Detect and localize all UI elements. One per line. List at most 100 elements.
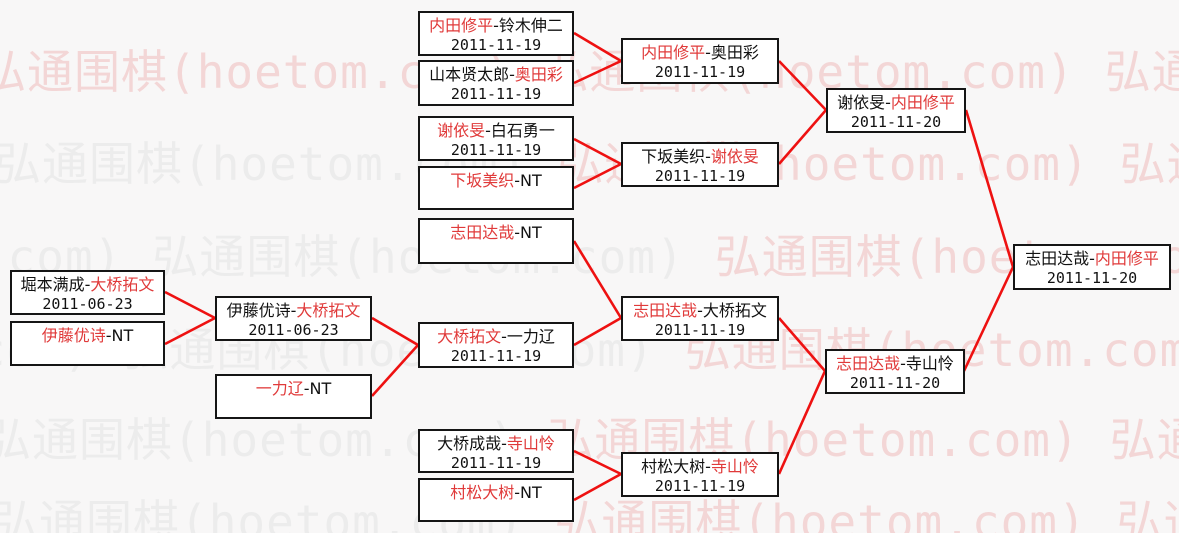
match-box: 村松大树-NT: [418, 478, 574, 522]
players-separator: -: [705, 43, 711, 62]
match-box: 下坂美织-NT: [418, 166, 574, 210]
players-separator: -: [501, 327, 507, 346]
player2-name: 大桥拓文: [702, 301, 767, 320]
match-players: 下坂美织-谢依旻: [623, 147, 777, 167]
match-box: 谢依旻-内田修平 2011-11-20: [826, 88, 966, 133]
match-date: 2011-11-20: [1046, 269, 1138, 287]
connector-line: [371, 316, 419, 347]
match-date: 2011-11-19: [450, 454, 542, 472]
match-players: 内田修平-奥田彩: [623, 43, 777, 63]
player1-name: 志田达哉: [450, 223, 515, 242]
player1-name: 堀本满成: [20, 275, 85, 294]
match-players: 大桥拓文-一力辽: [420, 327, 572, 347]
player1-name: 一力辽: [255, 379, 304, 398]
match-players: 下坂美织-NT: [420, 171, 572, 191]
connector-line: [573, 316, 622, 347]
player2-name: NT: [309, 379, 332, 398]
match-date: 2011-06-23: [42, 295, 133, 313]
players-separator: -: [900, 354, 906, 373]
connector-line: [962, 266, 1015, 372]
watermark-text: 弘通围棋(hoetom.com): [1109, 413, 1179, 467]
watermark-text: 弘通围棋(hoetom.com): [554, 495, 1087, 533]
match-box: 村松大树-寺山怜 2011-11-19: [621, 452, 779, 497]
players-separator: -: [84, 275, 91, 294]
match-date: 2011-11-19: [654, 477, 746, 495]
player2-name: 内田修平: [890, 93, 955, 112]
match-date: 2011-11-19: [450, 141, 542, 159]
player1-name: 伊藤优诗: [41, 326, 106, 345]
player2-name: 寺山怜: [710, 457, 759, 476]
connector-line: [778, 317, 826, 372]
match-players: 志田达哉-大桥拓文: [623, 301, 777, 321]
player2-name: NT: [111, 326, 134, 345]
match-date: 2011-11-19: [450, 85, 542, 103]
player1-name: 志田达哉: [1025, 249, 1090, 268]
players-separator: -: [485, 121, 491, 140]
match-players: 伊藤优诗-NT: [12, 326, 163, 346]
player1-name: 村松大树: [450, 483, 515, 502]
players-separator: -: [514, 171, 521, 190]
players-separator: -: [514, 223, 521, 242]
connector-line: [572, 240, 623, 319]
players-separator: -: [705, 457, 711, 476]
players-separator: -: [303, 379, 310, 398]
match-date: 2011-11-19: [450, 36, 542, 54]
match-players: 堀本满成-大桥拓文: [12, 275, 163, 295]
player1-name: 大桥成哉: [437, 434, 502, 453]
match-box: 大桥拓文-一力辽 2011-11-19: [418, 322, 574, 368]
match-box: 内田修平-奥田彩 2011-11-19: [621, 38, 779, 84]
player2-name: 寺山怜: [905, 354, 954, 373]
match-box: 谢依旻-白石勇一 2011-11-19: [418, 116, 574, 161]
connector-line: [778, 60, 827, 111]
player2-name: 一力辽: [506, 327, 555, 346]
connector-line: [964, 109, 1015, 268]
match-box: 内田修平-铃木伸二 2011-11-19: [418, 11, 574, 56]
match-box: 一力辽-NT: [215, 374, 372, 419]
connector-line: [573, 59, 622, 85]
player2-name: 大桥拓文: [90, 275, 155, 294]
player1-name: 下坂美织: [641, 147, 706, 166]
watermark-text: 弘通围棋(hoetom.com): [1116, 495, 1179, 533]
match-players: 伊藤优诗-大桥拓文: [217, 301, 370, 321]
player2-name: 谢依旻: [710, 147, 759, 166]
player1-name: 内田修平: [641, 43, 706, 62]
match-box: 志田达哉-NT: [418, 218, 574, 264]
players-separator: -: [514, 483, 521, 502]
player2-name: 奥田彩: [514, 65, 563, 84]
player2-name: 寺山怜: [506, 434, 555, 453]
player1-name: 志田达哉: [633, 301, 698, 320]
player1-name: 内田修平: [429, 16, 494, 35]
match-players: 村松大树-寺山怜: [623, 457, 777, 477]
player2-name: 铃木伸二: [498, 16, 563, 35]
match-box: 下坂美织-谢依旻 2011-11-19: [621, 142, 779, 187]
connector-line: [778, 109, 827, 165]
players-separator: -: [290, 301, 297, 320]
match-box: 伊藤优诗-大桥拓文 2011-06-23: [215, 296, 372, 341]
player1-name: 谢依旻: [437, 121, 486, 140]
players-separator: -: [697, 301, 703, 320]
match-players: 谢依旻-内田修平: [828, 93, 964, 113]
connector-line: [573, 137, 622, 166]
match-box: 志田达哉-寺山怜 2011-11-20: [825, 349, 965, 394]
watermark-text: 弘通围棋(hoetom.com): [1104, 45, 1179, 99]
connector-line: [573, 449, 622, 476]
players-separator: -: [1089, 249, 1095, 268]
player2-name: 大桥拓文: [296, 301, 361, 320]
connector-line: [573, 162, 622, 190]
connector-line: [777, 370, 827, 475]
match-box: 志田达哉-内田修平 2011-11-20: [1013, 244, 1171, 290]
players-separator: -: [509, 65, 515, 84]
match-box: 堀本满成-大桥拓文 2011-06-23: [10, 270, 165, 315]
players-separator: -: [501, 434, 507, 453]
player2-name: 内田修平: [1094, 249, 1159, 268]
match-box: 大桥成哉-寺山怜 2011-11-19: [418, 429, 574, 473]
match-date: 2011-11-19: [654, 167, 746, 185]
player1-name: 志田达哉: [836, 354, 901, 373]
players-separator: -: [105, 326, 112, 345]
match-box: 伊藤优诗-NT: [10, 321, 165, 366]
players-separator: -: [705, 147, 711, 166]
player1-name: 谢依旻: [837, 93, 886, 112]
match-players: 谢依旻-白石勇一: [420, 121, 572, 141]
match-players: 山本贤太郎-奥田彩: [420, 65, 572, 85]
